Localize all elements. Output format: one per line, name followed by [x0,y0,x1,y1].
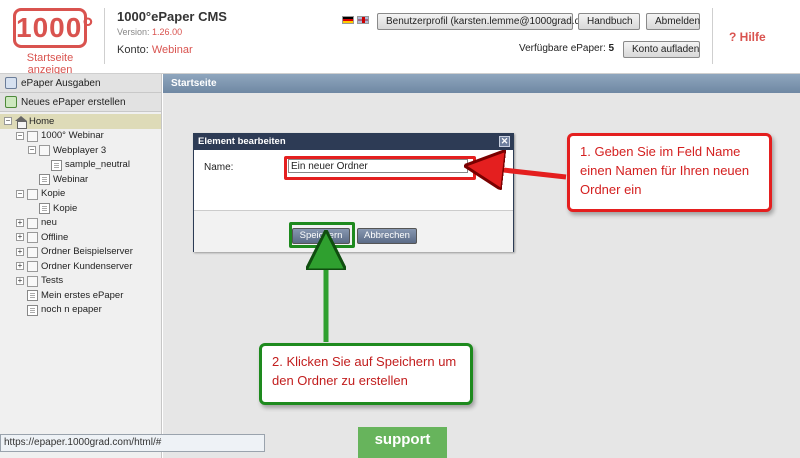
app-header: 1000° Startseite anzeigen 1000°ePaper CM… [0,0,800,76]
step-2-callout: 2. Klicken Sie auf Speichern um den Ordn… [259,343,473,405]
tree-item[interactable]: − 1000° Webinar [0,129,161,144]
tree-item-label: Ordner Kundenserver [41,260,133,272]
header-divider-right [712,8,713,64]
tree-item[interactable]: − Kopie [0,187,161,202]
page-icon [39,174,50,185]
expand-icon[interactable]: + [16,217,24,227]
logout-button[interactable]: Abmelden [646,13,700,30]
expand-icon[interactable]: + [16,246,24,256]
topup-account-button[interactable]: Konto aufladen [623,41,700,58]
version-label: Version: [117,27,150,37]
app-title: 1000°ePaper CMS [117,9,227,24]
available-epapers: Verfügbare ePaper: 5 [519,43,614,54]
folder-icon [27,232,38,243]
tree-item-label: Home [29,115,55,127]
folder-icon [27,261,38,272]
folder-icon [27,188,38,200]
tree-item-label: noch n epaper [41,304,102,316]
tree-item[interactable]: + neu [0,216,161,231]
collapse-icon[interactable]: − [4,116,12,125]
tree-item[interactable]: Mein erstes ePaper [0,288,161,303]
account-line: Konto: Webinar [117,44,193,56]
sidebar-item-epaper-issues[interactable]: ePaper Ausgaben [0,74,161,93]
tree-item[interactable]: + Offline [0,230,161,245]
logo-icon[interactable]: 1000° [13,8,94,48]
tree-item-label: Ordner Beispielserver [41,246,133,258]
tree-item[interactable]: Kopie [0,201,161,216]
tree-item-label: Offline [41,231,69,243]
close-icon[interactable]: ✕ [499,136,510,147]
browser-status-bar: https://epaper.1000grad.com/html/# [0,434,265,452]
tree-item-label: Webinar [53,173,89,185]
folder-icon [27,275,38,287]
folder-icon [27,246,38,258]
tree-item-label: Mein erstes ePaper [41,289,124,301]
folder-icon [27,217,38,229]
name-label: Name: [204,162,234,173]
tree-item[interactable]: Webinar [0,172,161,187]
tree-item-label: sample_neutral [65,159,130,171]
tree-item-label: Tests [41,275,64,287]
sidebar-item-label: Neues ePaper erstellen [21,96,126,108]
expand-icon[interactable]: + [16,275,24,285]
home-logo-link[interactable]: 1000° Startseite anzeigen [4,6,94,76]
collapse-icon[interactable]: − [16,130,24,140]
account-value: Webinar [151,44,193,56]
handbook-button[interactable]: Handbuch [578,13,640,30]
home-icon [15,116,27,129]
cancel-button[interactable]: Abbrechen [357,228,417,244]
collapse-icon[interactable]: − [16,188,24,198]
tree-item-label: Kopie [53,202,78,214]
header-divider [104,8,105,64]
dialog-footer: Speichern Abbrechen [194,210,513,252]
save-button[interactable]: Speichern [292,228,350,244]
tree-item-label: Kopie [41,188,66,200]
folder-icon [39,145,50,156]
page-icon [39,203,50,214]
sidebar-item-new-epaper[interactable]: Neues ePaper erstellen [0,93,161,112]
name-field[interactable] [288,159,468,173]
tree-item[interactable]: sample_neutral [0,158,161,173]
edit-element-dialog: Element bearbeiten ✕ Name: Speichern Abb… [193,133,514,252]
new-epaper-icon [5,96,17,108]
app-version: Version: 1.26.00 [117,27,182,37]
tree-item[interactable]: + Tests [0,274,161,289]
tree-item[interactable]: − Webplayer 3 [0,143,161,158]
logo-caption[interactable]: Startseite anzeigen [26,52,74,76]
dialog-body: Name: [194,150,513,208]
tree-item[interactable]: + Ordner Beispielserver [0,245,161,260]
tree-item-label: neu [41,217,57,229]
expand-icon[interactable]: + [16,261,24,270]
tree-item[interactable]: noch n epaper [0,303,161,318]
dialog-title: Element bearbeiten [198,136,286,147]
user-profile-button[interactable]: Benutzerprofil (karsten.lemme@1000grad.d… [377,13,589,30]
available-label: Verfügbare ePaper: [519,43,606,54]
tree-item[interactable]: − Home [0,114,161,129]
expand-icon[interactable]: + [16,232,24,241]
epaper-list-icon [5,77,17,89]
step-1-callout: 1. Geben Sie im Feld Name einen Namen fü… [567,133,772,212]
sidebar: ePaper Ausgaben Neues ePaper erstellen −… [0,74,162,458]
account-label: Konto: [117,44,149,56]
folder-icon [27,130,38,142]
support-button[interactable]: support [358,427,447,458]
dialog-title-bar[interactable]: Element bearbeiten ✕ [194,134,513,150]
sidebar-item-label: ePaper Ausgaben [21,77,101,89]
tree-item[interactable]: + Ordner Kundenserver [0,259,161,274]
english-flag-icon[interactable] [357,16,369,24]
tree-item-label: 1000° Webinar [41,130,104,142]
page-icon [51,159,62,171]
tree-item-label: Webplayer 3 [53,144,107,156]
page-icon [27,304,38,316]
available-value: 5 [608,43,615,54]
german-flag-icon[interactable] [342,16,354,24]
version-value: 1.26.00 [152,27,183,37]
collapse-icon[interactable]: − [28,145,36,154]
page-icon [27,290,38,301]
help-link[interactable]: ? Hilfe [729,30,766,44]
tab-startseite[interactable]: Startseite [163,74,800,93]
